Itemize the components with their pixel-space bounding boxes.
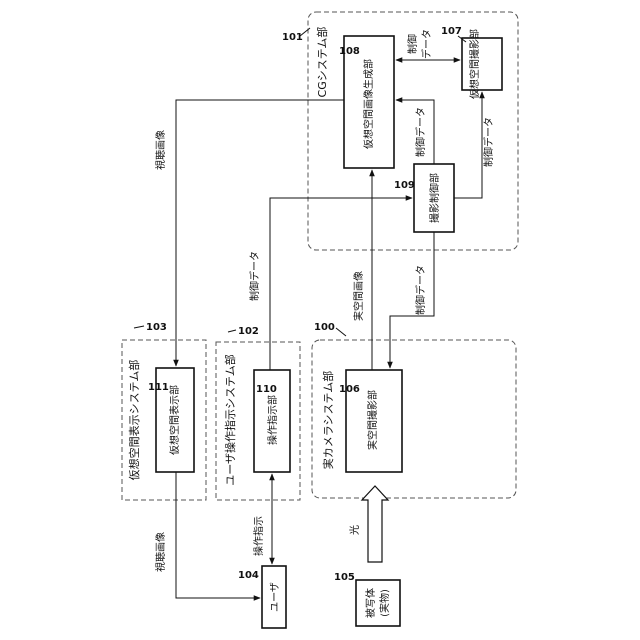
user-label: ユーザ <box>269 582 281 612</box>
light-arrow <box>362 486 388 562</box>
op-unit-number: 110 <box>256 384 277 395</box>
op-system-label: ユーザ操作指示システム部 <box>223 354 237 485</box>
subject-label-line2: (実物) <box>378 589 391 617</box>
user-op-label: 操作指示 <box>252 516 265 556</box>
virtual-cam-label: 仮想空間撮影部 <box>468 29 481 99</box>
op-system-leader <box>228 330 236 332</box>
user-number: 104 <box>238 570 259 581</box>
cam-control-number: 109 <box>394 180 415 191</box>
gen-virtualcam-label-2: データ <box>420 29 433 59</box>
disp-to-user-label: 視聴画像 <box>154 532 167 572</box>
real-cam-system-leader <box>336 328 346 336</box>
disp-system-leader <box>134 326 144 328</box>
op-unit-label: 操作指示部 <box>266 395 279 445</box>
cg-system-number: 101 <box>282 32 303 43</box>
image-gen-label: 仮想空間画像生成部 <box>362 59 375 149</box>
subject-number: 105 <box>334 572 355 583</box>
light-label: 光 <box>348 525 361 535</box>
control-to-realcam-arrow <box>390 232 434 368</box>
real-cam-number: 106 <box>339 384 360 395</box>
cam-control-label: 撮影制御部 <box>428 173 441 223</box>
image-gen-number: 108 <box>339 46 360 57</box>
disp-unit-number: 111 <box>148 382 169 393</box>
gen-to-disp-label: 視聴画像 <box>154 130 167 170</box>
subject-label-line1: 被写体 <box>364 588 377 618</box>
real-cam-system-number: 100 <box>314 322 335 333</box>
disp-system-number: 103 <box>146 322 167 333</box>
subject-box <box>356 580 400 626</box>
control-to-gen-label: 制御データ <box>414 107 427 157</box>
op-system-number: 102 <box>238 326 259 337</box>
op-to-control-arrow <box>270 198 412 370</box>
virtual-cam-box <box>462 38 502 90</box>
real-cam-label: 実空間撮影部 <box>366 390 379 450</box>
virtual-cam-number: 107 <box>441 26 462 37</box>
real-cam-system-group <box>312 340 516 498</box>
gen-virtualcam-label-1: 制御 <box>406 34 419 54</box>
control-to-virtualcam-arrow <box>454 92 482 198</box>
op-to-control-label: 制御データ <box>248 251 261 301</box>
cg-system-label: CGシステム部 <box>315 27 329 98</box>
real-cam-system-label: 実カメラシステム部 <box>321 371 335 469</box>
control-to-realcam-label: 制御データ <box>414 265 427 315</box>
control-to-gen-arrow <box>396 100 434 164</box>
real-image-label: 実空間画像 <box>352 271 365 321</box>
disp-unit-label: 仮想空間表示部 <box>168 385 181 455</box>
disp-system-label: 仮想空間表示システム部 <box>127 360 141 481</box>
control-to-virtualcam-label: 制御データ <box>482 117 495 167</box>
